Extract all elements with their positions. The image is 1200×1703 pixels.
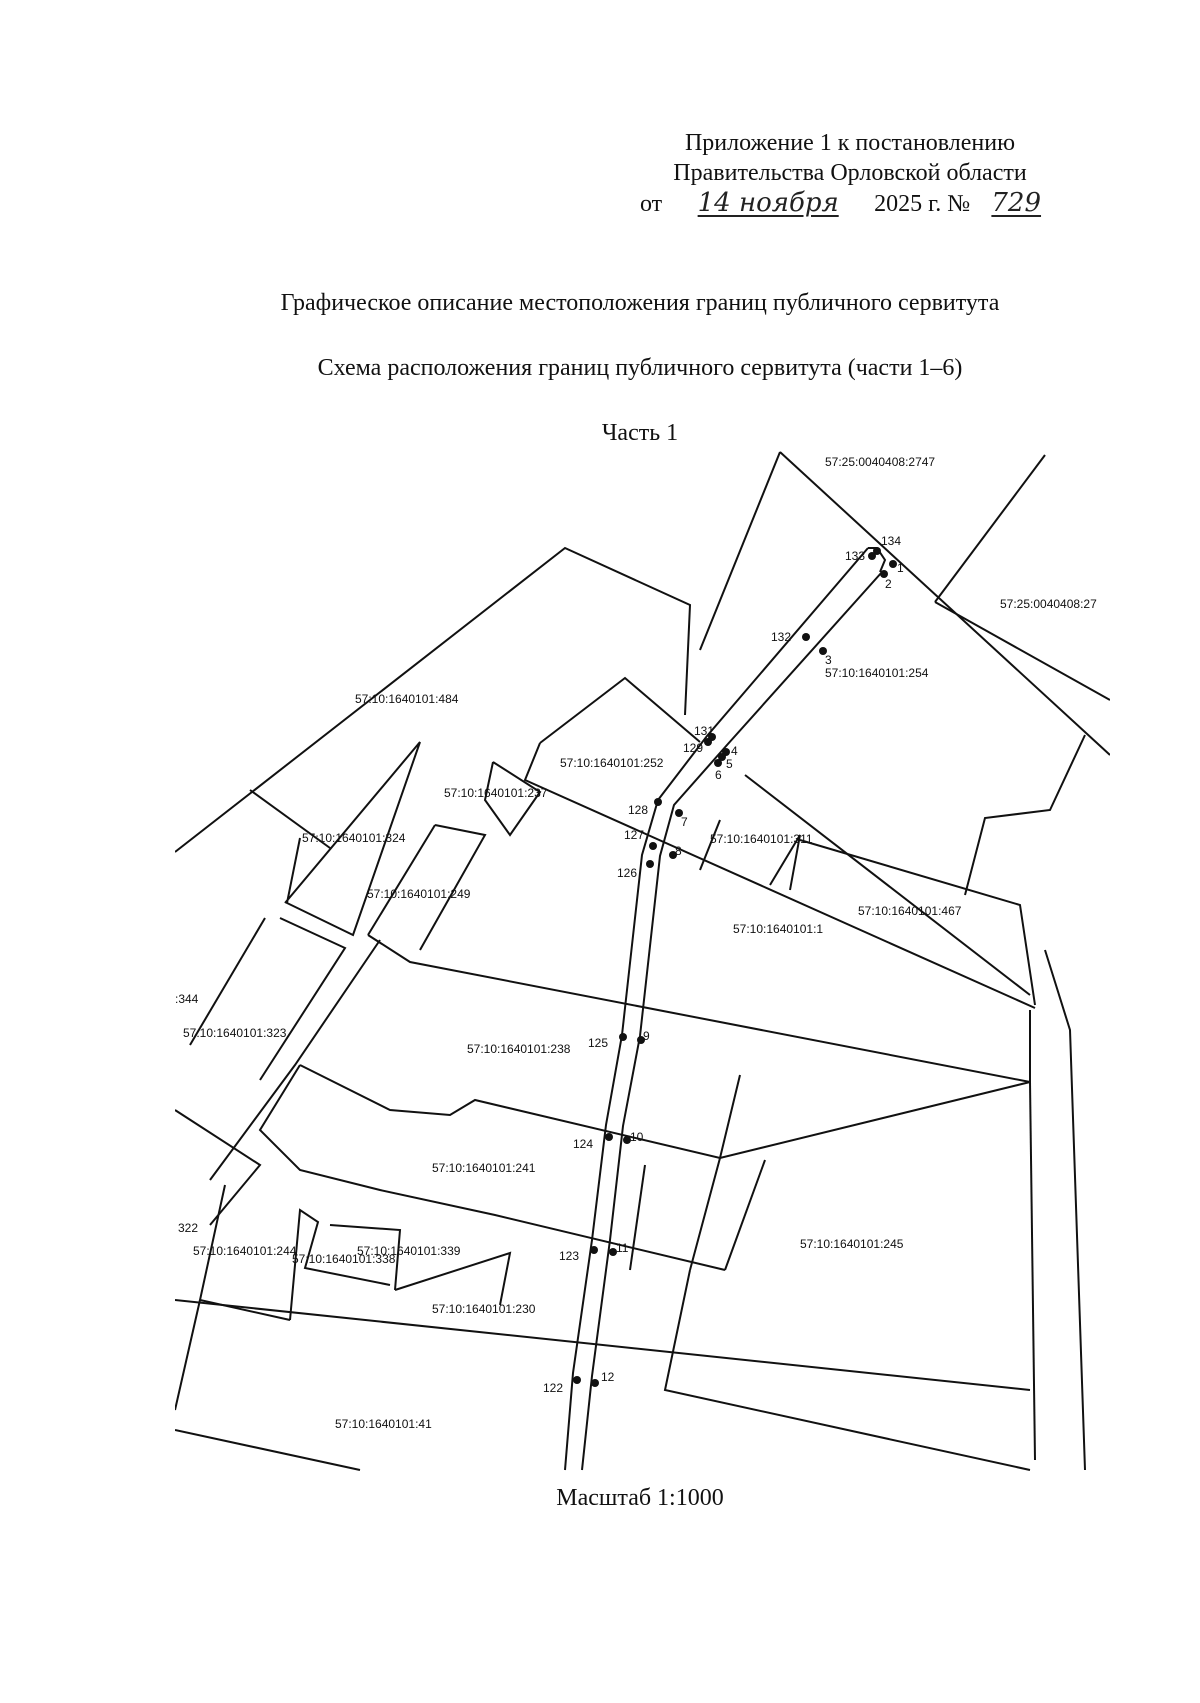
- boundary-point-marker: [573, 1376, 581, 1384]
- boundary-point-marker: [718, 753, 726, 761]
- boundary-point-marker: [637, 1036, 645, 1044]
- boundary-point-marker: [889, 560, 897, 568]
- appendix-line: Приложение 1 к постановлению: [684, 130, 1016, 156]
- boundary-point-label: 133: [845, 549, 865, 563]
- parcel-label: 57:10:1640101:249: [367, 887, 471, 901]
- parcel-label: 57:10:1640101:484: [355, 692, 459, 706]
- handwritten-date: 14 ноября: [697, 188, 839, 218]
- parcel-label: 57:10:1640101:244: [193, 1244, 297, 1258]
- boundary-point-label: 10: [630, 1130, 644, 1144]
- boundary-point-label: 4: [731, 744, 738, 758]
- boundary-point-label: 131: [694, 724, 714, 738]
- boundary-points: 134 133 12 132 3 131 129 456 128 7 127 8 126 125 9 124 1…: [543, 534, 904, 1395]
- boundary-point-label: 129: [683, 741, 703, 755]
- boundary-point-marker: [675, 809, 683, 817]
- boundary-point-label: 7: [681, 815, 688, 829]
- parcel-label: 57:10:1640101:338: [292, 1252, 396, 1266]
- boundary-point-marker: [609, 1248, 617, 1256]
- boundary-point-marker: [654, 798, 662, 806]
- map-scale-label: Масштаб 1:1000: [556, 1485, 724, 1511]
- parcel-label: 57:10:1640101:230: [432, 1302, 536, 1316]
- boundary-point-label: 8: [675, 844, 682, 858]
- boundary-point-marker: [623, 1136, 631, 1144]
- parcel-label: 57:10:1640101:245: [800, 1237, 904, 1251]
- year-number-text: 2025 г. №: [874, 191, 971, 217]
- boundary-point-label: 2: [885, 577, 892, 591]
- handwritten-number: 729: [991, 188, 1042, 218]
- boundary-point-marker: [704, 738, 712, 746]
- date-prefix: от: [640, 191, 663, 217]
- boundary-point-label: 5: [726, 757, 733, 771]
- boundary-point-label: 11: [616, 1241, 629, 1255]
- parcel-label: 57:10:1640101:254: [825, 666, 929, 680]
- parcel-label: 322: [178, 1221, 198, 1235]
- boundary-point-label: 124: [573, 1137, 593, 1151]
- boundary-point-marker: [649, 842, 657, 850]
- boundary-point-label: 125: [588, 1036, 608, 1050]
- parcel-label: 57:10:1640101:238: [467, 1042, 571, 1056]
- parcel-label: 57:10:1640101:311: [710, 832, 813, 846]
- boundary-point-marker: [619, 1033, 627, 1041]
- government-line: Правительства Орловской области: [673, 160, 1027, 186]
- boundary-point-marker: [868, 552, 876, 560]
- boundary-point-label: 3: [825, 653, 832, 667]
- parcel-label: 57:10:1640101:252: [560, 756, 664, 770]
- boundary-point-label: 12: [601, 1370, 615, 1384]
- date-number-line: от 14 ноября 2025 г. № 729: [640, 188, 1100, 219]
- boundary-point-label: 123: [559, 1249, 579, 1263]
- boundary-point-marker: [880, 570, 888, 578]
- boundary-point-label: 132: [771, 630, 791, 644]
- parcel-labels: 57:25:0040408:2747 57:25:0040408:27 57:1…: [175, 455, 1097, 1431]
- boundary-point-marker: [873, 547, 881, 555]
- parcel-label: 57:10:1640101:339: [357, 1244, 461, 1258]
- scheme-subtitle: Схема расположения границ публичного сер…: [317, 355, 963, 381]
- boundary-point-marker: [590, 1246, 598, 1254]
- parcel-label: 57:10:1640101:41: [335, 1417, 432, 1431]
- boundary-point-marker: [714, 759, 722, 767]
- parcel-label: 57:10:1640101:324: [302, 831, 406, 845]
- parcel-label: 57:10:1640101:1: [733, 922, 823, 936]
- boundary-point-marker: [646, 860, 654, 868]
- boundary-point-marker: [591, 1379, 599, 1387]
- boundary-point-marker: [605, 1133, 613, 1141]
- boundary-point-label: 6: [715, 768, 722, 782]
- parcel-label: 57:10:1640101:241: [432, 1161, 536, 1175]
- parcel-label: :344: [175, 992, 199, 1006]
- boundary-point-label: 1: [897, 561, 904, 575]
- parcel-label: 57:25:0040408:27: [1000, 597, 1097, 611]
- parcel-label: 57:10:1640101:467: [858, 904, 962, 918]
- parcel-label: 57:10:1640101:237: [444, 786, 548, 800]
- boundary-point-label: 127: [624, 828, 644, 842]
- boundary-point-marker: [669, 851, 677, 859]
- document-title: Графическое описание местоположения гран…: [280, 290, 1000, 316]
- boundary-point-marker: [819, 647, 827, 655]
- boundary-point-label: 134: [881, 534, 901, 548]
- parcel-label: 57:10:1640101:323: [183, 1026, 287, 1040]
- boundary-point-label: 128: [628, 803, 648, 817]
- parcel-boundaries: [175, 451, 1110, 1471]
- part-label: Часть 1: [601, 420, 679, 446]
- boundary-point-marker: [802, 633, 810, 641]
- boundary-point-label: 9: [643, 1029, 650, 1043]
- boundary-point-label: 126: [617, 866, 637, 880]
- parcel-label: 57:25:0040408:2747: [825, 455, 935, 469]
- boundary-point-label: 122: [543, 1381, 563, 1395]
